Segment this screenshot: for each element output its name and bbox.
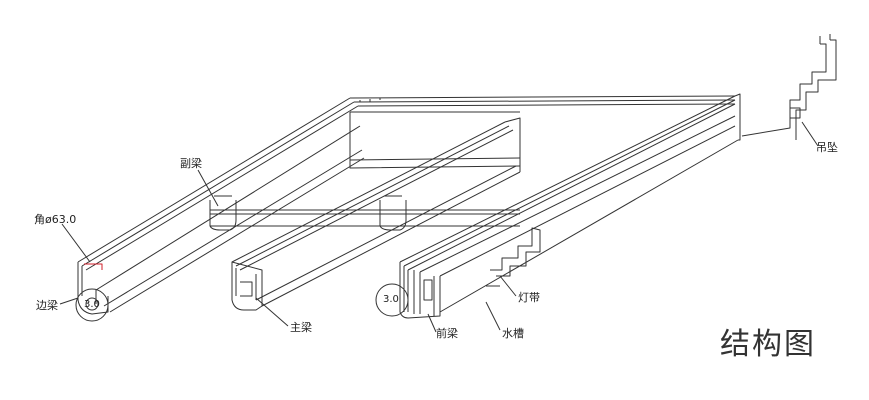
light-strip-shape <box>486 227 541 287</box>
detail-profile-shape <box>741 34 837 140</box>
secondary-beam-shape <box>209 195 520 231</box>
detail-mark-right: 3.0 <box>383 294 399 305</box>
main-beam-shape <box>231 117 521 311</box>
side-beam-label: 边梁 <box>36 299 58 312</box>
front-beam-shape <box>375 93 741 319</box>
light-strip-label: 灯带 <box>518 291 540 304</box>
diagram-title: 结构图 <box>720 327 816 362</box>
front-beam-label: 前梁 <box>436 327 458 340</box>
water-trough-label: 水槽 <box>502 327 524 340</box>
leader-lines <box>59 121 819 333</box>
angle-spec-label: 角ø63.0 <box>34 213 77 226</box>
back-frame-shape <box>349 95 736 169</box>
secondary-beam-label: 副梁 <box>180 157 202 170</box>
bottom-detail-label: 吊坠 <box>816 141 838 154</box>
detail-mark-left: 3.0 <box>84 299 100 310</box>
main-beam-label: 主梁 <box>290 321 312 334</box>
